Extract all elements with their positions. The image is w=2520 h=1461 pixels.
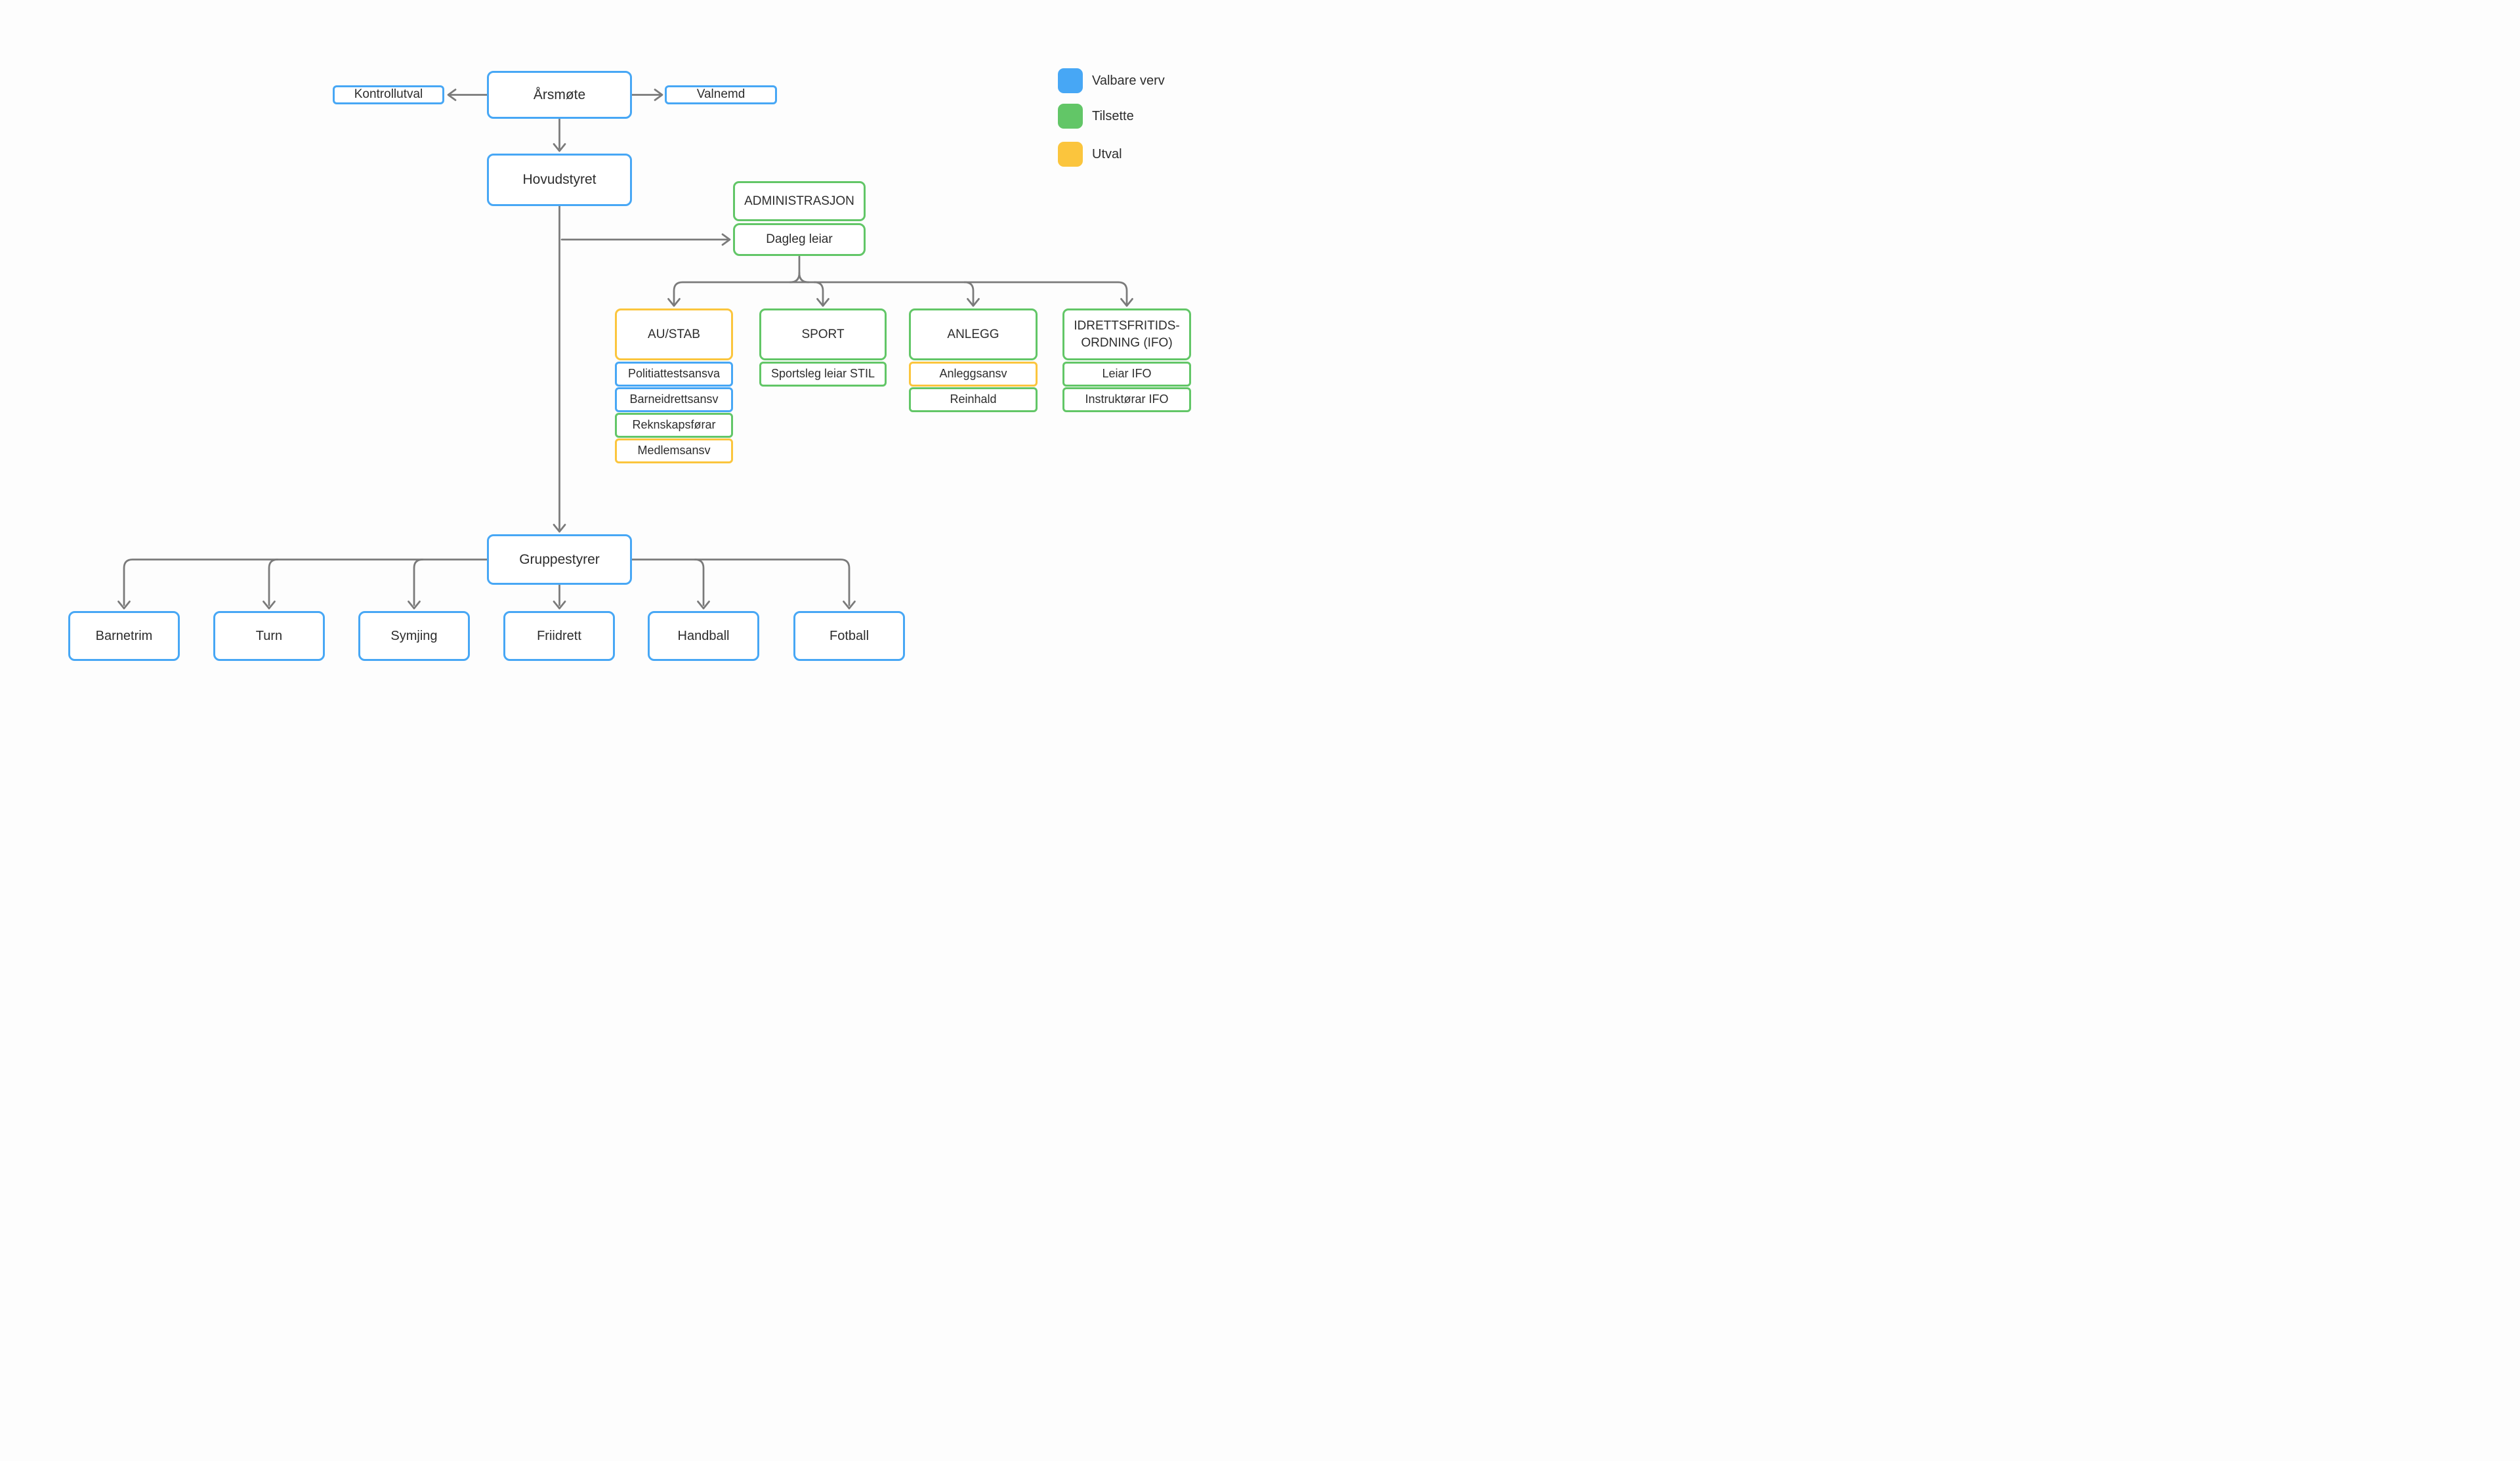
node-arsmote-label: Årsmøte bbox=[533, 87, 586, 102]
dept-item-label: Reinhald bbox=[950, 392, 997, 406]
dept-austab-item-barneidrett: Barneidrettsansv bbox=[615, 387, 733, 412]
group-turn: Turn bbox=[213, 611, 325, 661]
dept-anlegg-title: ANLEGG bbox=[947, 327, 999, 341]
connector-lines bbox=[117, 89, 1133, 610]
fan-gruppestyrer-right bbox=[631, 559, 850, 606]
group-label: Handball bbox=[677, 629, 730, 643]
node-valnemd-label: Valnemd bbox=[696, 87, 746, 102]
group-friidrett: Friidrett bbox=[503, 611, 615, 661]
legend-label: Valbare verv bbox=[1092, 73, 1165, 88]
dept-austab-item-politiattest: Politiattestsansva bbox=[615, 362, 733, 387]
dept-item-label: Sportsleg leiar STIL bbox=[770, 367, 875, 381]
legend-label: Utval bbox=[1092, 146, 1122, 161]
legend-label: Tilsette bbox=[1092, 108, 1134, 123]
group-handball: Handball bbox=[648, 611, 759, 661]
dept-item-label: Medlemsansv bbox=[637, 444, 711, 457]
dept-item-label: Leiar IFO bbox=[1102, 367, 1152, 381]
legend-swatch-green bbox=[1058, 104, 1083, 129]
dept-austab-title: AU/STAB bbox=[648, 327, 700, 341]
dept-item-label: Instruktørar IFO bbox=[1085, 392, 1169, 406]
node-dagleg-leiar-label: Dagleg leiar bbox=[766, 232, 833, 246]
legend-swatch-blue bbox=[1058, 68, 1083, 93]
dept-item-label: Barneidrettsansv bbox=[629, 392, 719, 406]
dept-item-label: Anleggsansv bbox=[939, 367, 1007, 381]
group-label: Symjing bbox=[390, 629, 438, 643]
dept-austab-header: AU/STAB bbox=[615, 308, 733, 360]
group-barnetrim: Barnetrim bbox=[68, 611, 180, 661]
legend-item-utval: Utval bbox=[1058, 142, 1122, 167]
dept-sport-title: SPORT bbox=[801, 327, 845, 341]
node-gruppestyrer: Gruppestyrer bbox=[487, 534, 632, 585]
dept-ifo-item-leiar: Leiar IFO bbox=[1062, 362, 1191, 387]
group-symjing: Symjing bbox=[358, 611, 470, 661]
node-kontrollutval-label: Kontrollutval bbox=[354, 87, 423, 102]
dept-item-label: Reknskapsførar bbox=[632, 418, 716, 432]
group-fotball: Fotball bbox=[793, 611, 905, 661]
dept-anlegg-item-anleggsansv: Anleggsansv bbox=[909, 362, 1038, 387]
node-hovudstyret-label: Hovudstyret bbox=[522, 172, 597, 188]
legend-item-valbare-verv: Valbare verv bbox=[1058, 68, 1165, 93]
dept-austab-item-medlemsansv: Medlemsansv bbox=[615, 438, 733, 463]
group-label: Turn bbox=[255, 629, 283, 643]
node-hovudstyret: Hovudstyret bbox=[487, 154, 632, 206]
dept-austab-item-reknskapsforar: Reknskapsførar bbox=[615, 413, 733, 438]
group-label: Friidrett bbox=[537, 629, 581, 643]
node-administrasjon: ADMINISTRASJON bbox=[733, 181, 866, 221]
org-chart-canvas: Kontrollutval Årsmøte Valnemd Hovudstyre… bbox=[0, 0, 1260, 730]
node-administrasjon-label: ADMINISTRASJON bbox=[744, 194, 854, 208]
legend-item-tilsette: Tilsette bbox=[1058, 104, 1134, 129]
dept-ifo-item-instruktorar: Instruktørar IFO bbox=[1062, 387, 1191, 412]
node-arsmote: Årsmøte bbox=[487, 71, 632, 119]
node-dagleg-leiar: Dagleg leiar bbox=[733, 223, 866, 256]
fan-gruppestyrer-left bbox=[123, 559, 488, 606]
node-gruppestyrer-label: Gruppestyrer bbox=[519, 551, 600, 567]
legend-swatch-yellow bbox=[1058, 142, 1083, 167]
dept-anlegg-item-reinhald: Reinhald bbox=[909, 387, 1038, 412]
group-label: Fotball bbox=[829, 629, 870, 643]
group-label: Barnetrim bbox=[95, 629, 153, 643]
dept-sport-header: SPORT bbox=[759, 308, 887, 360]
dept-ifo-header: IDRETTSFRITIDS-ORDNING (IFO) bbox=[1062, 308, 1191, 360]
fan-dagleg-leiar-bar bbox=[673, 281, 1128, 305]
node-valnemd: Valnemd bbox=[665, 85, 777, 104]
dept-anlegg-header: ANLEGG bbox=[909, 308, 1038, 360]
node-kontrollutval: Kontrollutval bbox=[333, 85, 444, 104]
dept-item-label: Politiattestsansva bbox=[627, 367, 721, 381]
dept-sport-item-sportsleg-leiar: Sportsleg leiar STIL bbox=[759, 362, 887, 387]
dept-ifo-title: IDRETTSFRITIDS-ORDNING (IFO) bbox=[1074, 318, 1180, 350]
